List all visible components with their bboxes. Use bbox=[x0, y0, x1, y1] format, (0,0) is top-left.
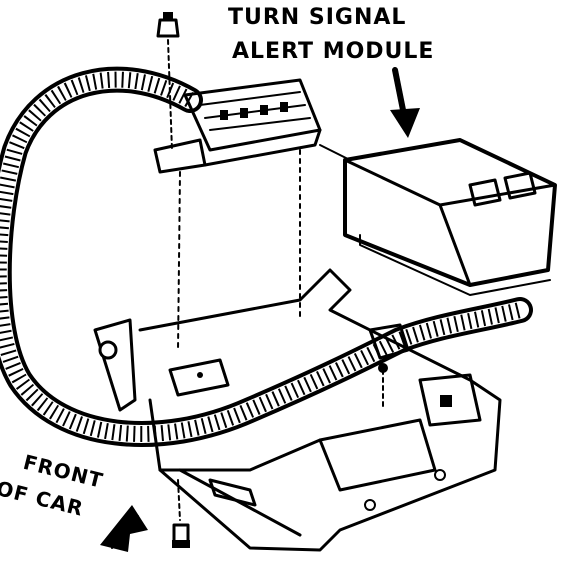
wiring-harness bbox=[0, 66, 533, 447]
alert-module bbox=[343, 138, 557, 296]
bottom-bolt bbox=[172, 479, 190, 548]
module-bracket bbox=[153, 78, 351, 351]
module-label-line2: ALERT MODULE bbox=[232, 39, 434, 64]
mounting-panel bbox=[93, 268, 502, 552]
top-bolt bbox=[156, 12, 180, 151]
front-of-car-label: FRONT OF CAR bbox=[0, 450, 106, 521]
module-label-line1: TURN SIGNAL bbox=[228, 5, 406, 30]
front-arrow bbox=[100, 505, 148, 552]
module-arrow bbox=[390, 67, 420, 138]
